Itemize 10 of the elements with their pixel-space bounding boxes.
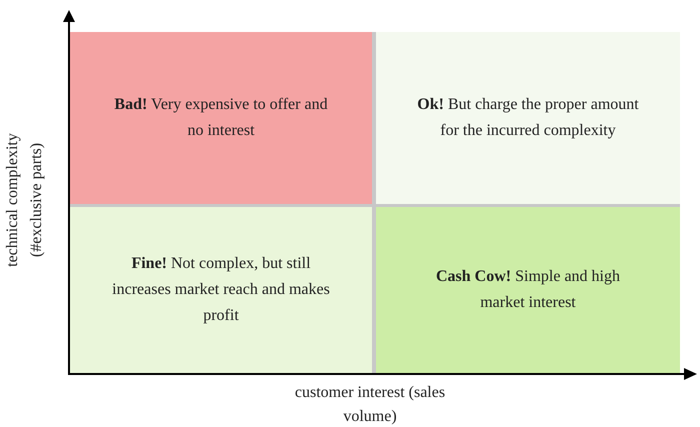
quadrant-text: Cash Cow! Simple and high market interest: [434, 267, 621, 313]
quadrant-box: [376, 32, 680, 204]
quadrant-box: [70, 32, 372, 204]
x-axis-label: customer interest (sales volume): [294, 383, 446, 427]
quadrant-text: Ok! But charge the proper amount for the incurred complexity: [416, 95, 640, 141]
quadrant-box: [70, 207, 372, 373]
quadrant-box: [376, 207, 680, 373]
quadrant-text: Fine! Not complex, but still increases market reach and makes profit: [111, 254, 331, 326]
quadrant-text: Bad! Very expensive to offer and no interest: [113, 95, 329, 141]
y-axis-label: technical complexity (#exclusive parts): [3, 132, 46, 269]
